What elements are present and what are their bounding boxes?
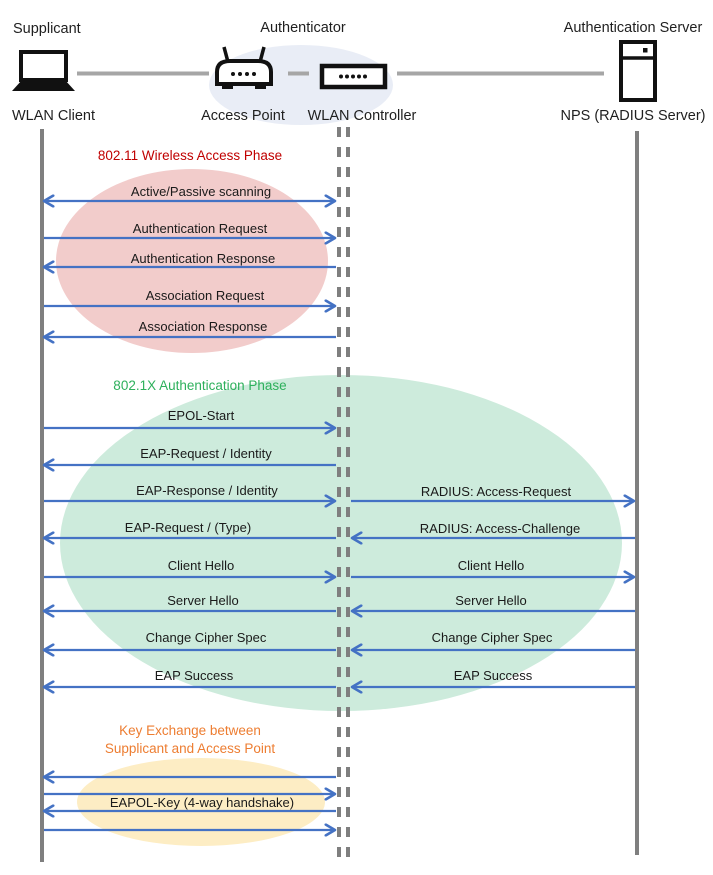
message-label: EAP Success: [154, 668, 234, 683]
ap-leds: [231, 72, 256, 76]
message-label: Authentication Response: [130, 251, 276, 266]
message-label: EAP-Request / (Type): [124, 520, 252, 535]
left-message-arrows: [44, 201, 336, 830]
wlan-controller-icon: [319, 63, 388, 90]
phase3-title: Key Exchange between Supplicant and Acce…: [105, 722, 275, 758]
message-label: Client Hello: [167, 558, 235, 573]
message-label: Authentication Request: [132, 221, 268, 236]
message-label: Server Hello: [455, 593, 527, 608]
message-label: RADIUS: Access-Challenge: [419, 521, 581, 536]
message-label: EAP-Request / Identity: [140, 446, 272, 461]
phase1-title: 802.11 Wireless Access Phase: [97, 148, 283, 163]
message-label: Association Response: [138, 319, 268, 334]
role-supplicant: Supplicant: [13, 21, 81, 37]
message-label: EAP-Response / Identity: [136, 483, 278, 498]
right-message-arrows: [351, 501, 635, 687]
message-label: RADIUS: Access-Request: [420, 484, 572, 499]
phase3-ellipse: [77, 758, 325, 846]
message-label: EAP Success: [453, 668, 533, 683]
ap-foot-left: [222, 83, 233, 89]
ap-foot-right: [255, 83, 266, 89]
phase2-ellipse: [60, 375, 622, 711]
laptop-screen: [19, 50, 68, 82]
server-body: [619, 40, 657, 102]
controller-leds: [339, 74, 367, 79]
message-label: Change Cipher Spec: [431, 630, 553, 645]
message-label: EPOL-Start: [167, 408, 235, 423]
ap-body: [215, 59, 273, 86]
server-led: [643, 48, 648, 53]
message-label: Active/Passive scanning: [130, 184, 272, 199]
laptop-icon: [12, 50, 75, 91]
laptop-base: [12, 80, 75, 91]
phase3-title-line2: Supplicant and Access Point: [104, 741, 276, 756]
access-point-icon: [215, 46, 273, 89]
message-label: EAPOL-Key (4-way handshake): [109, 795, 295, 810]
role-authenticator: Authenticator: [260, 20, 346, 36]
lifelines: [40, 127, 639, 862]
device-access-point: Access Point: [201, 108, 285, 124]
message-label: Client Hello: [457, 558, 525, 573]
phase2-title: 802.1X Authentication Phase: [113, 378, 287, 393]
server-icon: [619, 40, 657, 102]
message-label: Association Request: [145, 288, 265, 303]
message-label: Change Cipher Spec: [145, 630, 267, 645]
message-label: Server Hello: [167, 593, 239, 608]
device-wlan-client: WLAN Client: [12, 108, 95, 124]
device-nps-radius-server: NPS (RADIUS Server): [560, 108, 706, 124]
device-wlan-controller: WLAN Controller: [307, 108, 417, 124]
role-authentication-server: Authentication Server: [563, 20, 703, 36]
phase3-title-line1: Key Exchange between: [119, 723, 261, 738]
